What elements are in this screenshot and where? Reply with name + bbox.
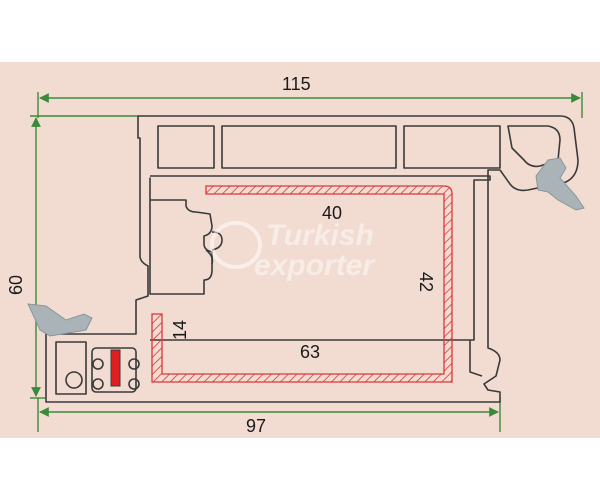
dimension-reinforcement-bottom: 63	[300, 342, 320, 362]
dimension-reinforcement-top: 40	[322, 203, 342, 223]
watermark-line2: exporter	[254, 249, 376, 282]
dimension-reinforcement-right: 42	[416, 272, 436, 292]
dimension-height: 60	[6, 275, 26, 295]
dimension-lines	[30, 92, 583, 432]
watermark-line1: Turkish	[266, 219, 374, 252]
left-gasket	[27, 303, 93, 337]
red-marker	[110, 349, 121, 387]
right-gasket	[535, 157, 585, 211]
gaskets	[27, 157, 585, 337]
watermark: Turkish exporter	[210, 219, 376, 282]
dimension-top-width: 115	[282, 74, 311, 94]
dimension-reinforcement-left: 14	[170, 320, 190, 340]
reinforcement-steel	[151, 185, 453, 383]
dimension-bottom-width: 97	[246, 416, 266, 436]
